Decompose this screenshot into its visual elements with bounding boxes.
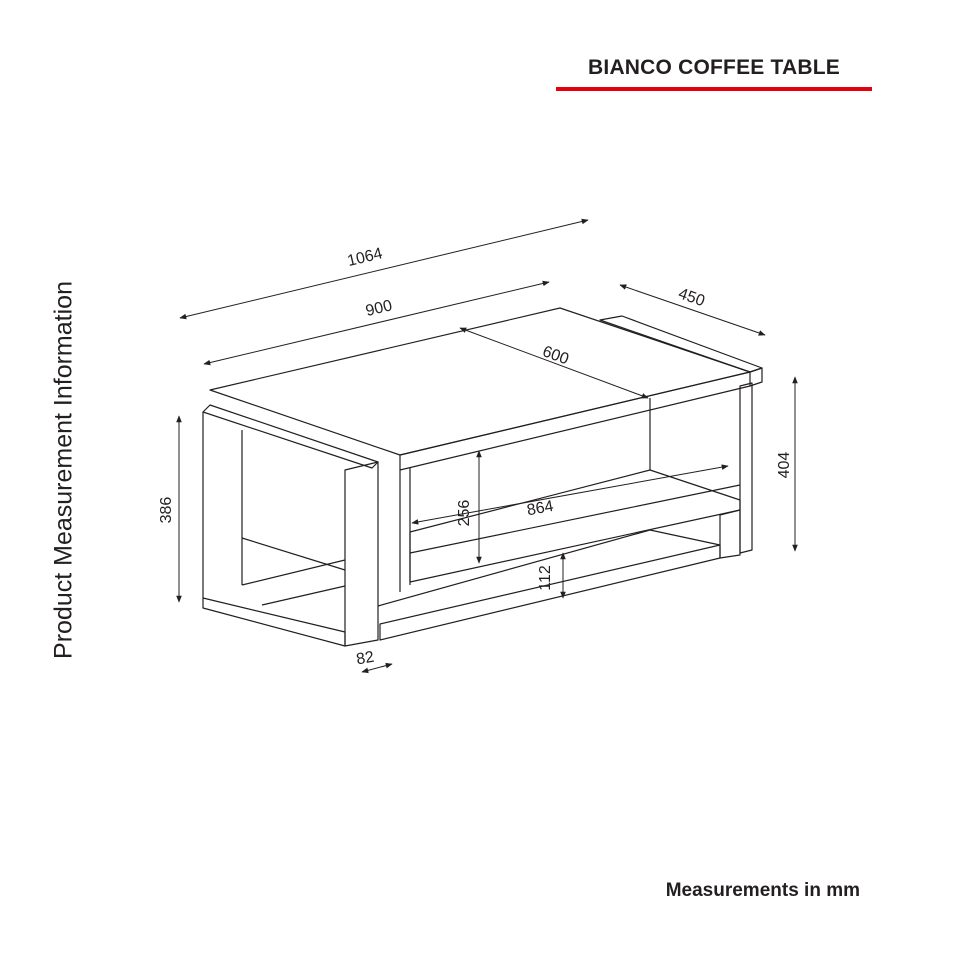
left-frame-front-post	[344, 461, 379, 647]
dim-label-900: 900	[364, 297, 394, 320]
dim-label-82: 82	[355, 649, 376, 669]
right-slab-top	[599, 315, 763, 373]
units-note: Measurements in mm	[665, 880, 860, 901]
dim-line-82	[361, 662, 393, 674]
table-top-front-edge	[399, 371, 751, 471]
left-frame-inner-bottom	[261, 585, 346, 606]
page-title: BIANCO COFFEE TABLE	[588, 56, 840, 79]
dim-line-450	[619, 284, 766, 336]
dim-line-900	[203, 280, 550, 366]
dim-label-600: 600	[540, 343, 571, 368]
dimension-labels: 1064 900 450 600 404 386 256 864 112 82	[158, 245, 793, 668]
dim-label-864: 864	[526, 498, 555, 519]
dim-line-864	[411, 464, 729, 525]
right-support-panel	[739, 382, 753, 554]
dim-line-600	[459, 327, 649, 399]
right-foot	[719, 509, 741, 559]
title-underline	[556, 87, 872, 91]
table-outline	[202, 307, 763, 647]
dim-label-404: 404	[776, 452, 793, 479]
left-frame-inner-slope	[241, 537, 346, 571]
right-slab-edge	[749, 367, 763, 387]
left-frame-bottom-rail	[202, 597, 346, 647]
dim-label-112: 112	[537, 565, 554, 591]
left-frame-top-rail	[202, 404, 379, 469]
left-frame-cross-bar	[241, 559, 346, 586]
dim-label-256: 256	[456, 500, 473, 527]
bottom-plinth	[379, 544, 721, 641]
dim-label-386: 386	[158, 497, 175, 524]
dimension-lines	[176, 218, 798, 674]
plinth-back-edge	[377, 529, 721, 607]
dim-label-1064: 1064	[346, 245, 385, 270]
